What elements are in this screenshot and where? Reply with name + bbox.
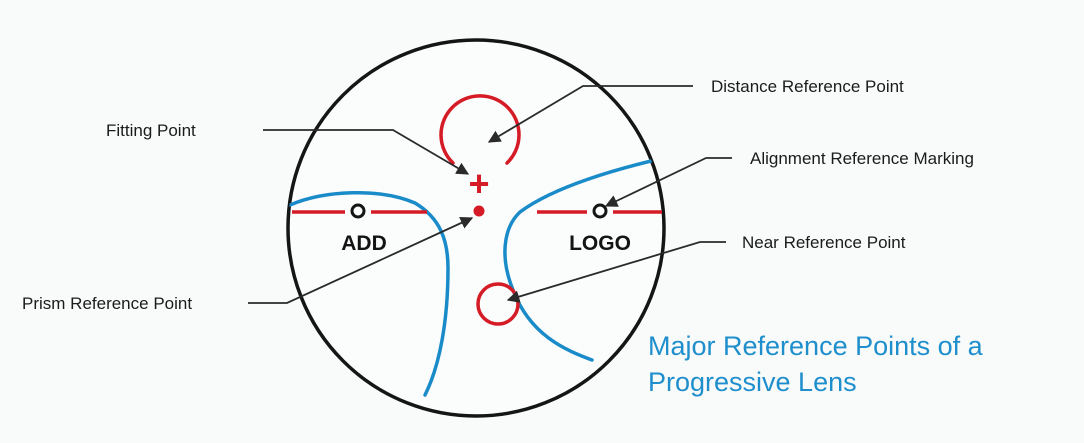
caption-line-1: Major Reference Points of a [648,331,984,361]
left-corridor-boundary [288,191,450,397]
caption-line-2: Progressive Lens [648,367,857,397]
distance-reference-circle [439,94,521,165]
right-corridor-boundary [503,156,664,362]
right-alignment-dot [592,203,608,219]
label-prism-reference-point: Prism Reference Point [22,294,192,313]
leader-prism-reference [248,217,474,304]
fitting-cross: + [468,163,489,204]
left-alignment-dot [350,203,366,219]
prism-reference-dot [473,205,485,217]
label-fitting-point: Fitting Point [106,121,196,140]
add-marking: ADD [341,232,387,255]
logo-marking: LOGO [569,232,631,255]
label-distance-reference-point: Distance Reference Point [711,77,904,96]
leader-alignment-reference [604,157,732,207]
leader-distance-reference [487,85,693,143]
label-alignment-reference-marking: Alignment Reference Marking [750,149,974,168]
leader-near-reference [506,241,726,303]
lens-outline [286,38,666,418]
leader-fitting-point [263,129,470,175]
near-reference-circle [476,282,520,326]
label-near-reference-point: Near Reference Point [742,233,906,252]
